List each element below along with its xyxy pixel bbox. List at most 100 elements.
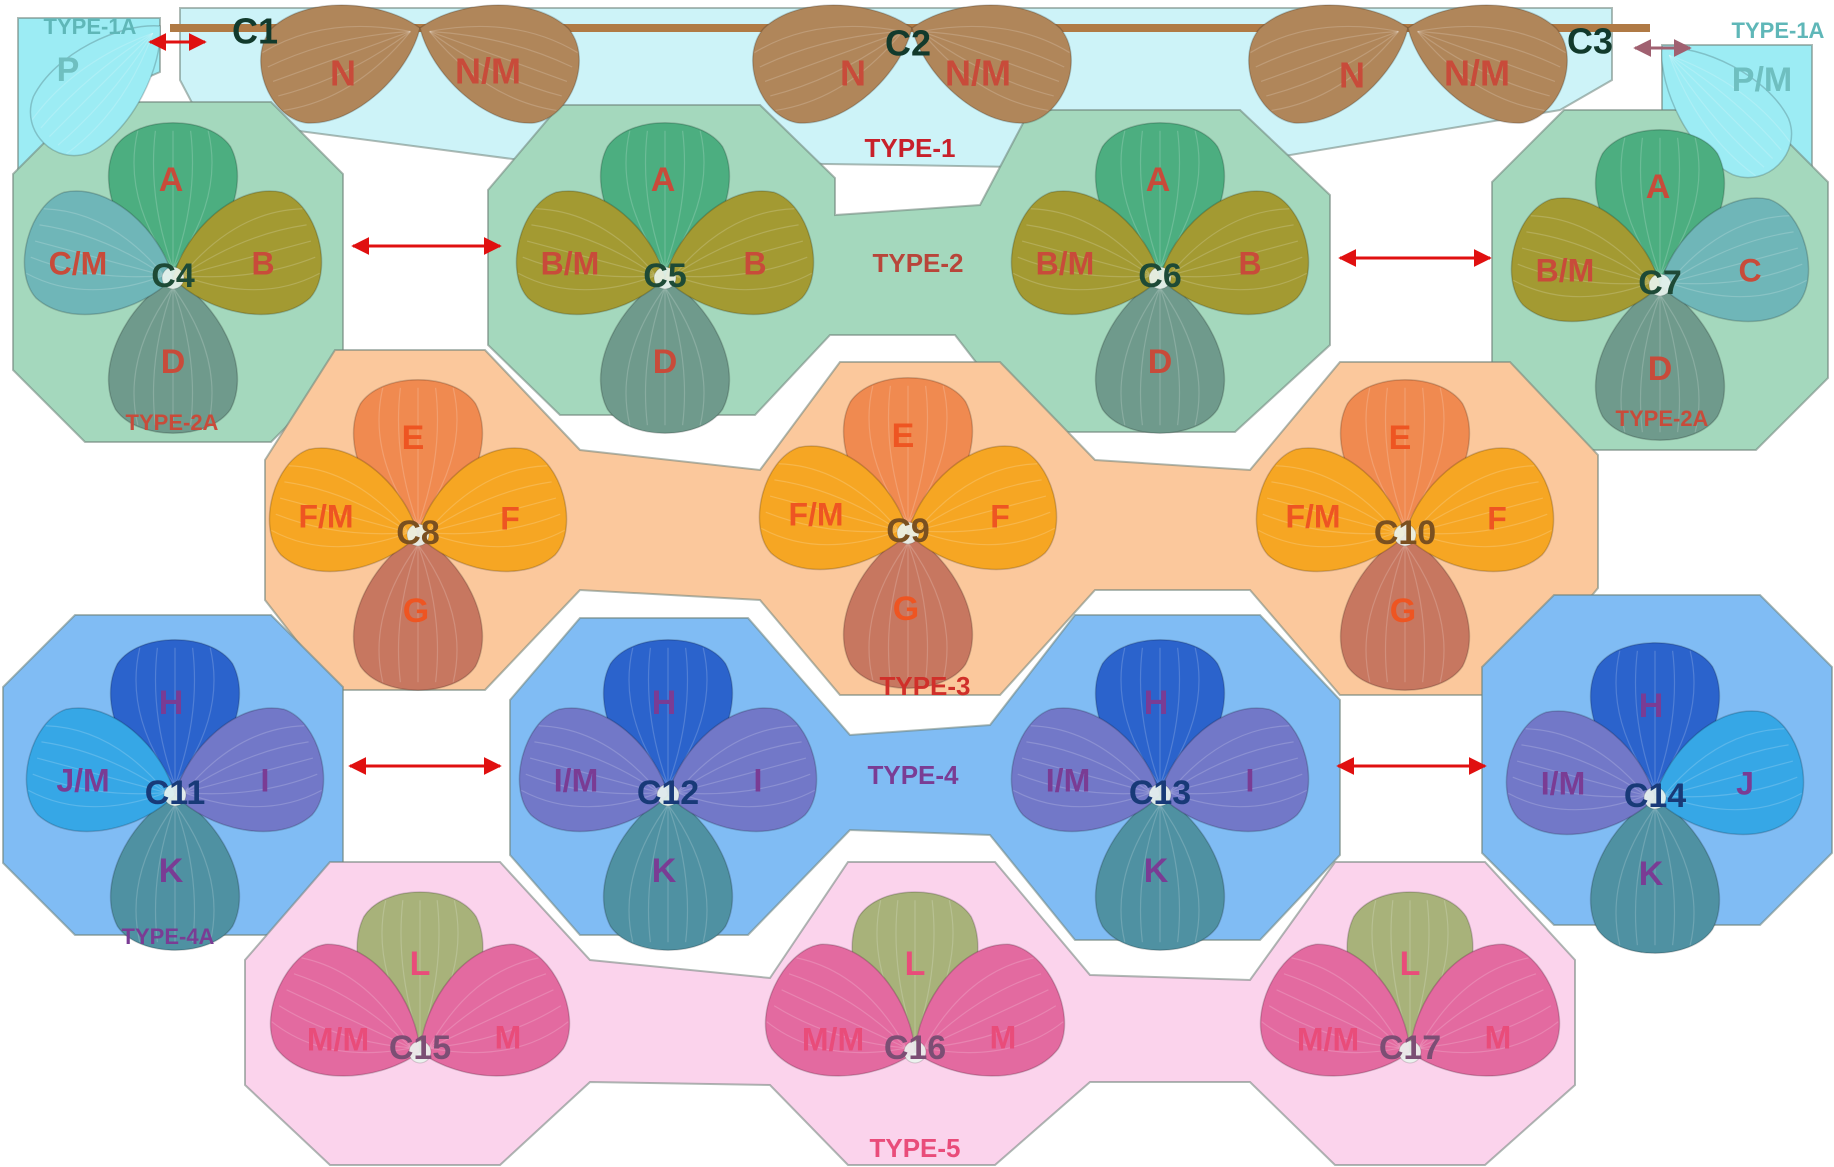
c14-label-right: J	[1736, 765, 1754, 801]
c8-label-right: F	[500, 500, 520, 536]
c4-center-label: C4	[151, 257, 195, 295]
c5-label-bottom: D	[653, 343, 678, 381]
c5-label-left: B/M	[541, 245, 600, 281]
c14-petal-bottom	[1589, 797, 1721, 954]
c14-petal-left	[1505, 710, 1656, 836]
c13-label-top: H	[1144, 684, 1169, 722]
c11-petal-left	[25, 707, 176, 833]
c17-hub	[1398, 1040, 1422, 1064]
c10-label-bottom: G	[1390, 592, 1416, 630]
type2a-left-label: TYPE-2A	[126, 410, 219, 435]
c17-label-left: M/M	[1297, 1021, 1359, 1057]
c9-label-left: F/M	[788, 496, 843, 532]
c16-petal-right	[914, 943, 1066, 1077]
c16-petal-left	[764, 943, 916, 1077]
c13-label-right: I	[1246, 762, 1255, 798]
petal-n-3	[1248, 4, 1409, 124]
c9-petal-right	[907, 445, 1058, 571]
petal-nm-3	[1407, 4, 1568, 124]
center-label-c1: C1	[232, 11, 278, 52]
c13-label-left: I/M	[1046, 762, 1090, 798]
petal-label-n-3: N	[1339, 55, 1365, 96]
c5-center-label: C5	[643, 257, 686, 295]
c10-petal-bottom	[1339, 534, 1471, 691]
c13-center-label: C13	[1129, 774, 1191, 812]
c4-hub	[161, 266, 185, 290]
petal-label-nm-1: N/M	[455, 51, 521, 92]
c6-label-right: B	[1238, 245, 1261, 281]
c17-label-right: M	[1485, 1019, 1512, 1055]
c4-label-left: C/M	[49, 245, 108, 281]
c9-label-right: F	[990, 498, 1010, 534]
c14-label-left: I/M	[1541, 765, 1585, 801]
c15-label-left: M/M	[307, 1021, 369, 1057]
type1a-right-label: TYPE-1A	[1732, 18, 1825, 43]
c4-label-bottom: D	[161, 343, 186, 381]
c15-petal-left	[269, 943, 421, 1077]
c13-petal-bottom	[1094, 794, 1226, 951]
c12-label-top: H	[652, 684, 677, 722]
petal-label-n-1: N	[330, 53, 356, 94]
c13-label-bottom: K	[1144, 852, 1169, 890]
type2-label: TYPE-2	[872, 248, 963, 278]
c14-petal-right	[1654, 710, 1805, 836]
c6-center-label: C6	[1138, 257, 1181, 295]
c7-label-right: C	[1738, 252, 1761, 288]
c16-label-right: M	[990, 1019, 1017, 1055]
petal-n-2	[752, 4, 913, 124]
c11-hub	[163, 783, 187, 807]
c7-hub	[1648, 273, 1672, 297]
c13-petal-right	[1159, 707, 1310, 833]
c7-petal-bottom	[1594, 284, 1726, 441]
c11-label-bottom: K	[159, 852, 184, 890]
c16-label-left: M/M	[802, 1021, 864, 1057]
c4-label-top: A	[159, 161, 184, 199]
c9-hub	[896, 521, 920, 545]
c10-petal-right	[1404, 447, 1555, 573]
c16-hub	[903, 1040, 927, 1064]
c17-petal-left	[1259, 943, 1411, 1077]
c5-petal-bottom	[599, 277, 731, 434]
c17-center-label: C17	[1379, 1029, 1441, 1067]
c15-label-top: L	[410, 945, 431, 983]
c12-label-right: I	[754, 762, 763, 798]
c6-petal-bottom	[1094, 277, 1226, 434]
c12-center-label: C12	[637, 774, 699, 812]
c14-label-bottom: K	[1639, 855, 1664, 893]
type4-label: TYPE-4	[867, 760, 959, 790]
c6-petal-right	[1159, 190, 1310, 316]
c8-petal-right	[417, 447, 568, 573]
c12-label-left: I/M	[554, 762, 598, 798]
c6-petal-left	[1010, 190, 1161, 316]
c12-petal-right	[667, 707, 818, 833]
c14-hub	[1643, 786, 1667, 810]
c10-petal-left	[1255, 447, 1406, 573]
c11-label-left: J/M	[56, 762, 109, 798]
c6-label-left: B/M	[1036, 245, 1095, 281]
c9-petal-left	[758, 445, 909, 571]
c5-label-top: A	[651, 161, 676, 199]
c6-label-top: A	[1146, 161, 1171, 199]
c10-label-top: E	[1389, 419, 1412, 457]
type5-label: TYPE-5	[869, 1133, 960, 1163]
c9-label-bottom: G	[893, 590, 919, 628]
c13-petal-left	[1010, 707, 1161, 833]
type1a-left-label: TYPE-1A	[44, 14, 137, 39]
c7-petal-right	[1659, 197, 1810, 323]
center-label-c3: C3	[1567, 21, 1613, 62]
petal-label-nm-3: N/M	[1444, 53, 1510, 94]
c5-hub	[653, 266, 677, 290]
center-label-c2: C2	[885, 23, 931, 64]
petal-nm-2	[911, 4, 1072, 124]
c5-label-right: B	[743, 245, 766, 281]
petal-p-corner	[29, 25, 161, 157]
c11-label-top: H	[159, 684, 184, 722]
c11-petal-bottom	[109, 794, 241, 951]
petal-label-nm-2: N/M	[945, 53, 1011, 94]
type3-label: TYPE-3	[879, 671, 970, 701]
c12-petal-left	[518, 707, 669, 833]
petal-nm-1	[419, 4, 580, 124]
petal-pm-corner	[1661, 47, 1793, 179]
